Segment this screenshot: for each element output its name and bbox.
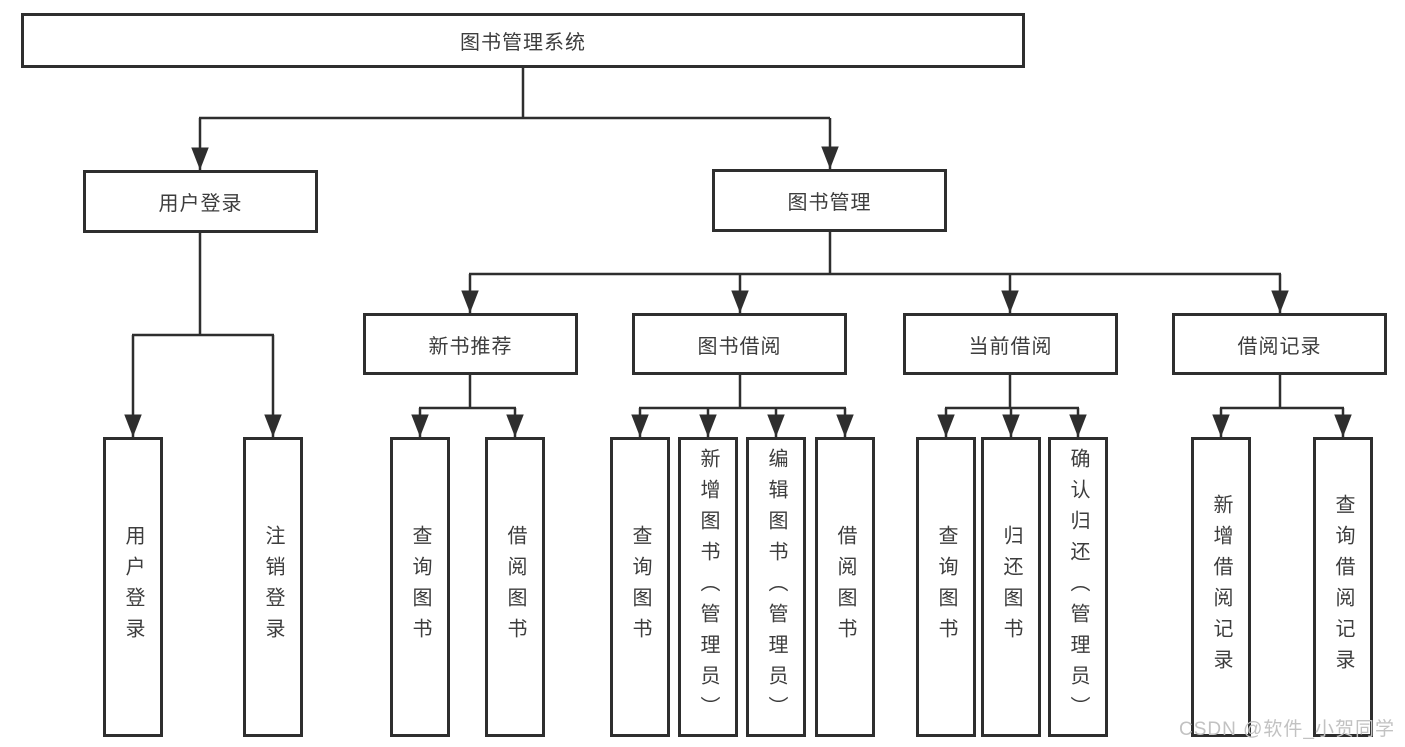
leaf-label: 查询借阅记录 bbox=[1332, 494, 1354, 680]
csdn-watermark: CSDN @软件_小贺同学 bbox=[1179, 719, 1395, 740]
leaf-edit-book-admin: 编辑图书（管理员） bbox=[746, 437, 806, 737]
leaf-label: 确认归还（管理员） bbox=[1067, 447, 1089, 727]
leaf-label: 查询图书 bbox=[629, 525, 651, 649]
leaf-label: 查询图书 bbox=[409, 525, 431, 649]
leaf-label: 归还图书 bbox=[1000, 525, 1022, 649]
leaf-label: 新增借阅记录 bbox=[1210, 494, 1232, 680]
leaf-add-borrow-record: 新增借阅记录 bbox=[1191, 437, 1251, 737]
node-current-borrowing: 当前借阅 bbox=[903, 313, 1118, 375]
leaf-borrow-books-recommend: 借阅图书 bbox=[485, 437, 545, 737]
node-borrowing-records: 借阅记录 bbox=[1172, 313, 1387, 375]
leaf-label: 借阅图书 bbox=[504, 525, 526, 649]
leaf-query-books-current: 查询图书 bbox=[916, 437, 976, 737]
node-user-login: 用户登录 bbox=[83, 170, 318, 233]
node-book-borrowing: 图书借阅 bbox=[632, 313, 847, 375]
leaf-add-book-admin: 新增图书（管理员） bbox=[678, 437, 738, 737]
node-library-management-system: 图书管理系统 bbox=[21, 13, 1025, 68]
leaf-label: 注销登录 bbox=[262, 525, 284, 649]
leaf-logout: 注销登录 bbox=[243, 437, 303, 737]
leaf-query-books-recommend: 查询图书 bbox=[390, 437, 450, 737]
leaf-return-books: 归还图书 bbox=[981, 437, 1041, 737]
leaf-label: 编辑图书（管理员） bbox=[765, 447, 787, 727]
node-book-management: 图书管理 bbox=[712, 169, 947, 232]
leaf-label: 借阅图书 bbox=[834, 525, 856, 649]
leaf-borrow-books-borrowing: 借阅图书 bbox=[815, 437, 875, 737]
leaf-label: 查询图书 bbox=[935, 525, 957, 649]
leaf-user-login: 用户登录 bbox=[103, 437, 163, 737]
leaf-query-borrow-record: 查询借阅记录 bbox=[1313, 437, 1373, 737]
leaf-label: 用户登录 bbox=[122, 525, 144, 649]
leaf-query-books-borrowing: 查询图书 bbox=[610, 437, 670, 737]
node-new-book-recommendation: 新书推荐 bbox=[363, 313, 578, 375]
leaf-confirm-return-admin: 确认归还（管理员） bbox=[1048, 437, 1108, 737]
leaf-label: 新增图书（管理员） bbox=[697, 447, 719, 727]
